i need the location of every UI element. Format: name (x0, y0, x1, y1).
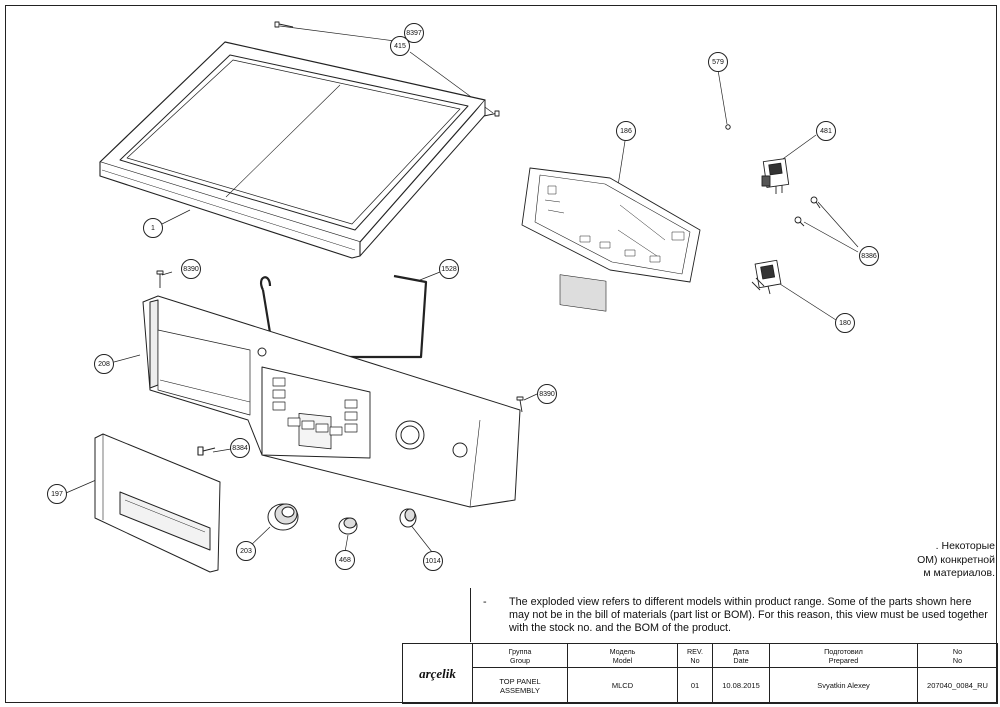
screw-8386 (794, 196, 821, 227)
callout-186: 186 (616, 121, 636, 141)
callout-8390-top: 8390 (181, 259, 201, 279)
callout-197: 197 (47, 484, 67, 504)
callout-481: 481 (816, 121, 836, 141)
switch-180 (751, 259, 782, 295)
callout-203: 203 (236, 541, 256, 561)
russian-note-line-3: м материалов. (923, 567, 995, 579)
rev-value: 01 (677, 667, 713, 704)
top-lid (99, 41, 486, 259)
callout-208: 208 (94, 354, 114, 374)
russian-note-line-2: ОМ) конкретной (917, 553, 995, 566)
russian-note-line-1: . Некоторые (935, 540, 995, 552)
arcelik-logo: arçelik (402, 643, 473, 704)
number-value: 207040_0084_RU (917, 667, 998, 704)
note-dash: - (483, 596, 487, 608)
callout-8397: 8397 (404, 23, 424, 43)
callout-1528: 1528 (439, 259, 459, 279)
callout-1: 1 (143, 218, 163, 238)
switch-481 (761, 158, 790, 194)
callout-180: 180 (835, 313, 855, 333)
english-note-text: The exploded view refers to different mo… (509, 596, 988, 635)
callout-8384: 8384 (230, 438, 250, 458)
callout-1014: 1014 (423, 551, 443, 571)
button-1014 (399, 508, 417, 528)
callout-8386: 8386 (859, 246, 879, 266)
knob-203 (267, 503, 299, 531)
callout-579: 579 (708, 52, 728, 72)
english-note: - The exploded view refers to different … (470, 588, 995, 642)
pin-579 (725, 124, 731, 130)
callout-8390-right: 8390 (537, 384, 557, 404)
prepared-value: Svyatkin Alexey (769, 667, 918, 704)
rev-header: REV.No (677, 643, 713, 668)
russian-note: . Некоторые ОМ) конкретной м материалов. (885, 540, 995, 581)
pcb-housing (521, 167, 701, 312)
screw-8384 (197, 446, 216, 456)
button-468 (338, 517, 358, 535)
screw-8397 (274, 21, 500, 117)
date-value: 10.08.2015 (712, 667, 770, 704)
callout-468: 468 (335, 550, 355, 570)
control-panel (142, 295, 521, 508)
drawer-front (94, 433, 221, 573)
screw-8390 (156, 270, 524, 413)
model-value: MLCD (567, 667, 678, 704)
logo-text: arçelik (419, 666, 456, 681)
callout-415: 415 (390, 36, 410, 56)
